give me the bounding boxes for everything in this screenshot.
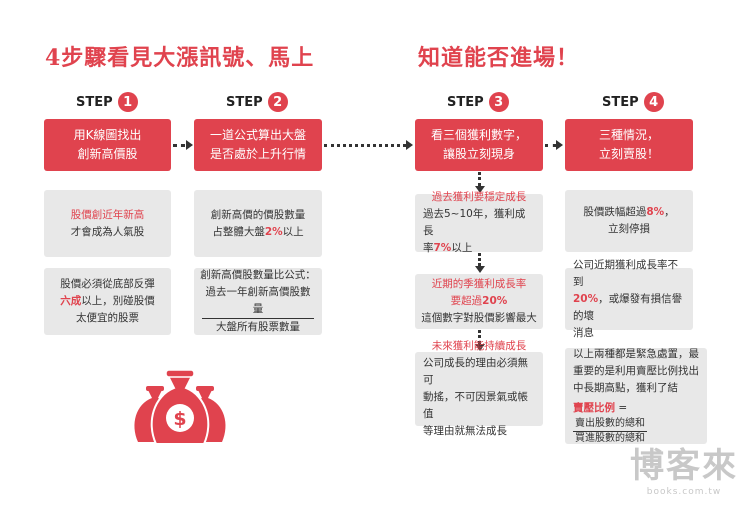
- step-4-box: 三種情況， 立刻賣股！: [565, 119, 693, 171]
- step-2-number: 2: [268, 92, 288, 112]
- step-3-box: 看三個獲利數字， 讓股立刻現身: [415, 119, 543, 171]
- step-2-box: 一道公式算出大盤 是否處於上升行情: [194, 119, 322, 171]
- step-1-card-2: 股價必須從底部反彈 六成以上，別碰股價 太便宜的股票: [44, 268, 171, 335]
- money-bag-icon: $: [130, 364, 230, 444]
- page-title-right: 知道能否進場！: [418, 40, 579, 72]
- formula-denominator: 大盤所有股票數量: [194, 319, 322, 336]
- connector-3-4: [545, 144, 556, 147]
- step-3-label: STEP 3: [447, 92, 509, 112]
- step-2-label: STEP 2: [226, 92, 288, 112]
- step-3-card-2: 近期的季獲利成長率 要超過20% 這個數字對股價影響最大: [415, 274, 543, 329]
- connector-3-down-2-arrow: [475, 266, 485, 273]
- connector-2-3: [324, 144, 406, 147]
- step-4-card-3: 以上兩種都是緊急處置，最 重要的是利用賣壓比例找出 中長期高點，獲利了結 賣壓比…: [565, 348, 707, 444]
- connector-3-4-arrow: [556, 140, 563, 150]
- step-2-card-2: 創新高價股數量比公式： 過去一年創新高價股數量 大盤所有股票數量: [194, 268, 322, 335]
- step-3-card-1: 過去獲利要穩定成長 過去5~10年，獲利成長 率7%以上: [415, 194, 543, 252]
- step-4-number: 4: [644, 92, 664, 112]
- money-bag-center: $: [152, 370, 209, 444]
- watermark-logo: 博客來 books.com.tw: [630, 438, 738, 497]
- step-4-card-2: 公司近期獲利成長率不到 20%，或爆發有損信譽的壞 消息: [565, 268, 693, 330]
- dollar-sign-icon: $: [173, 408, 186, 430]
- step-1-card-1: 股價創近年新高 才會成為人氣股: [44, 190, 171, 257]
- connector-1-2-arrow: [186, 140, 193, 150]
- step-3-card-3: 未來獲利能持續成長 公司成長的理由必須無可 動搖，不可因景氣或帳值 等理由就無法…: [415, 352, 543, 426]
- step-1-number: 1: [118, 92, 138, 112]
- step-2-card-1: 創新高價的價股數量 占整體大盤2%以上: [194, 190, 322, 257]
- step-3-number: 3: [489, 92, 509, 112]
- sell-formula-numerator: 賣出股數的總和: [573, 417, 647, 432]
- connector-3-down-2: [478, 253, 481, 266]
- page-title-left: 4步驟看見大漲訊號、馬上: [45, 40, 314, 72]
- formula-numerator: 過去一年創新高價股數量: [202, 284, 314, 319]
- step-1-box: 用K線圖找出 創新高價股: [44, 119, 171, 171]
- connector-3-down-1: [478, 172, 481, 186]
- step-1-label: STEP 1: [76, 92, 138, 112]
- step-4-label: STEP 4: [602, 92, 664, 112]
- step-4-card-1: 股價跌幅超過8%， 立刻停損: [565, 190, 693, 252]
- connector-2-3-arrow: [406, 140, 413, 150]
- connector-1-2: [173, 144, 185, 147]
